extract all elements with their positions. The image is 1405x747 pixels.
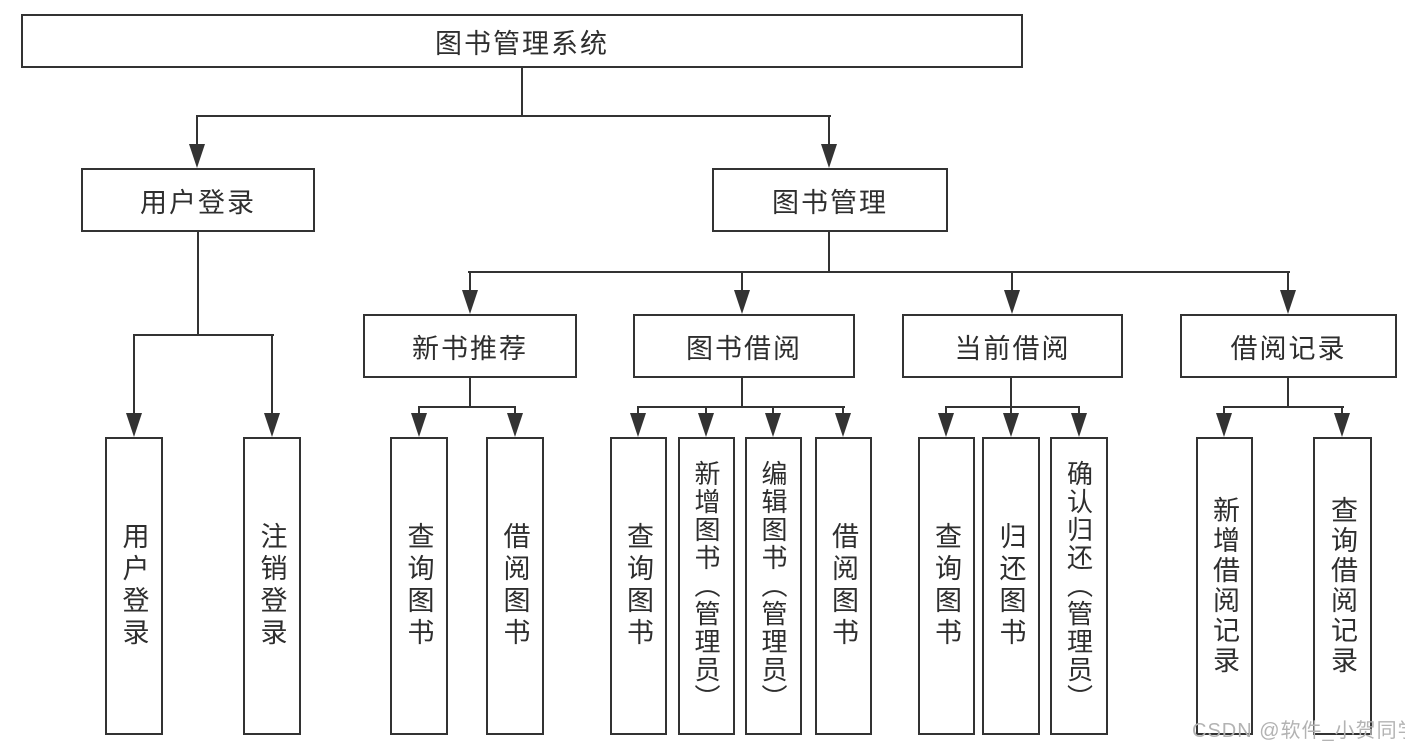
node-query-books-current: 查询图书	[918, 437, 975, 735]
connector-line	[828, 232, 830, 273]
node-borrow-books: 借阅图书	[815, 437, 872, 735]
node-confirm-return-admin: 确认归还（管理员）	[1050, 437, 1108, 735]
connector-line	[705, 406, 707, 417]
node-confirm-return-admin-label: 确认归还（管理员）	[1063, 460, 1094, 712]
node-library-system: 图书管理系统	[21, 14, 1023, 68]
node-query-books-borrowing: 查询图书	[610, 437, 667, 735]
connector-line	[828, 115, 830, 146]
connector-line	[842, 406, 844, 417]
connector-line	[1223, 406, 1344, 408]
node-new-book-recommend-label: 新书推荐	[412, 333, 528, 364]
node-book-borrowing: 图书借阅	[633, 314, 855, 378]
connector-line	[1078, 406, 1080, 417]
connector-line	[514, 406, 516, 417]
connector-line	[637, 406, 639, 417]
connector-line	[1010, 378, 1012, 408]
node-logout: 注销登录	[243, 437, 301, 735]
connector-line	[741, 378, 743, 408]
arrow-down	[1334, 413, 1350, 437]
connector-line	[772, 406, 774, 417]
arrow-down	[411, 413, 427, 437]
node-edit-book-admin: 编辑图书（管理员）	[745, 437, 802, 735]
node-user-login-leaf-label: 用户登录	[118, 522, 149, 650]
connector-line	[1223, 406, 1225, 417]
node-user-login: 用户登录	[81, 168, 315, 232]
connector-line	[418, 406, 516, 408]
node-add-borrow-record: 新增借阅记录	[1196, 437, 1253, 735]
connector-line	[469, 271, 471, 292]
node-query-borrow-record: 查询借阅记录	[1313, 437, 1372, 735]
arrow-down	[1071, 413, 1087, 437]
node-edit-book-admin-label: 编辑图书（管理员）	[758, 460, 788, 712]
node-return-books-label: 归还图书	[995, 522, 1026, 650]
connector-line	[468, 271, 1290, 273]
node-query-books-borrowing-label: 查询图书	[623, 522, 653, 650]
connector-line	[133, 334, 274, 336]
connector-line	[945, 406, 947, 417]
arrow-down	[1003, 413, 1019, 437]
node-user-login-label: 用户登录	[140, 187, 256, 218]
csdn-watermark: CSDN @软件_小贺同学	[1192, 720, 1405, 742]
node-add-book-admin-label: 新增图书（管理员）	[691, 460, 721, 712]
arrow-down	[1004, 290, 1020, 314]
node-borrowing-records-label: 借阅记录	[1230, 333, 1347, 364]
node-current-borrowing: 当前借阅	[902, 314, 1123, 378]
connector-line	[637, 406, 845, 408]
arrow-down	[507, 413, 523, 437]
node-add-book-admin: 新增图书（管理员）	[678, 437, 735, 735]
arrow-down	[835, 413, 851, 437]
connector-line	[1341, 406, 1343, 417]
node-logout-label: 注销登录	[256, 522, 287, 650]
node-borrow-books-label: 借阅图书	[828, 522, 858, 650]
arrow-down	[1216, 413, 1232, 437]
arrow-down	[698, 413, 714, 437]
connector-line	[197, 232, 199, 336]
connector-line	[521, 68, 523, 117]
arrow-down	[1280, 290, 1296, 314]
node-current-borrowing-label: 当前借阅	[954, 333, 1071, 364]
node-borrow-books-recommend: 借阅图书	[486, 437, 544, 735]
node-return-books: 归还图书	[982, 437, 1040, 735]
connector-line	[945, 406, 1080, 408]
connector-line	[1011, 271, 1013, 292]
connector-line	[133, 334, 135, 415]
node-new-book-recommend: 新书推荐	[363, 314, 577, 378]
connector-line	[418, 406, 420, 417]
node-book-management: 图书管理	[712, 168, 948, 232]
node-borrowing-records: 借阅记录	[1180, 314, 1397, 378]
node-library-system-label: 图书管理系统	[435, 28, 609, 59]
node-query-books-recommend: 查询图书	[390, 437, 448, 735]
node-query-borrow-record-label: 查询借阅记录	[1327, 496, 1357, 676]
node-book-management-label: 图书管理	[772, 187, 888, 218]
arrow-down	[734, 290, 750, 314]
arrow-down	[821, 144, 837, 168]
connector-line	[1010, 406, 1012, 417]
connector-line	[271, 334, 273, 415]
connector-line	[196, 115, 198, 146]
node-book-borrowing-label: 图书借阅	[686, 333, 802, 364]
arrow-down	[765, 413, 781, 437]
arrow-down	[126, 413, 142, 437]
connector-line	[196, 115, 831, 117]
connector-line	[741, 271, 743, 292]
arrow-down	[189, 144, 205, 168]
arrow-down	[264, 413, 280, 437]
arrow-down	[462, 290, 478, 314]
connector-line	[1287, 378, 1289, 408]
arrow-down	[630, 413, 646, 437]
node-query-books-recommend-label: 查询图书	[403, 522, 434, 650]
arrow-down	[938, 413, 954, 437]
node-add-borrow-record-label: 新增借阅记录	[1209, 496, 1239, 676]
connector-line	[469, 378, 471, 408]
connector-line	[1287, 271, 1289, 292]
node-query-books-current-label: 查询图书	[931, 522, 961, 650]
node-user-login-leaf: 用户登录	[105, 437, 163, 735]
node-borrow-books-recommend-label: 借阅图书	[499, 522, 530, 650]
